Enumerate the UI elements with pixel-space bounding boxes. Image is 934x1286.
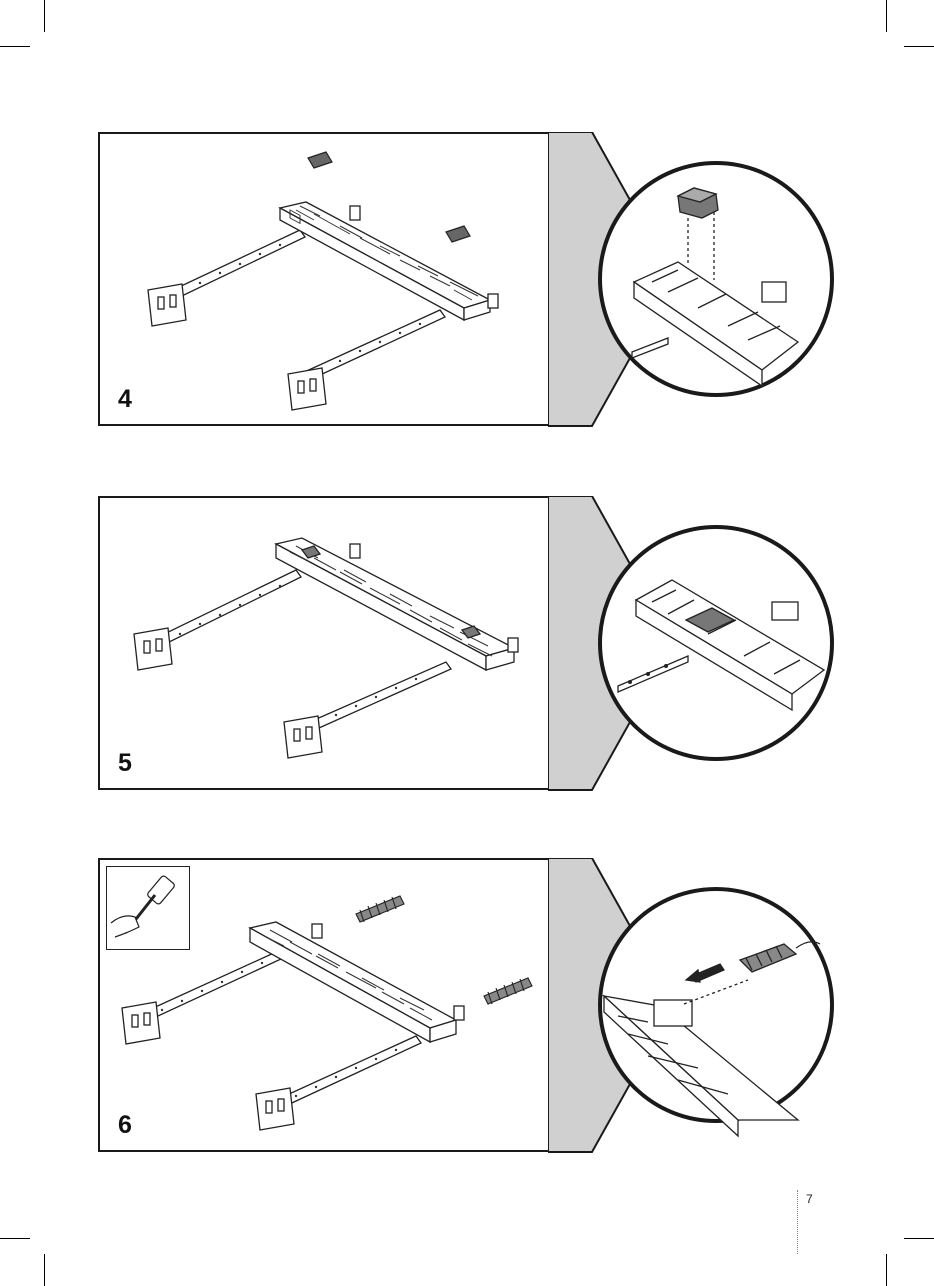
zoom-detail [548, 858, 838, 1154]
step-6-panel: 6 [98, 858, 551, 1152]
step-5-panel: 5 [98, 496, 551, 790]
page-number-rule [797, 1190, 798, 1254]
crop-mark [0, 46, 30, 47]
step-number: 6 [118, 1111, 132, 1140]
step-6: 6 [0, 858, 934, 1158]
step-4: 4 [0, 132, 934, 432]
crop-mark [886, 0, 887, 32]
crop-mark [904, 1238, 934, 1239]
frame-illustration [100, 134, 549, 424]
step-number: 5 [118, 749, 132, 778]
zoom-detail [548, 496, 838, 792]
step-5: 5 [0, 496, 934, 796]
page-number: 7 [806, 1192, 813, 1206]
crop-mark [886, 1254, 887, 1286]
zoom-detail [548, 132, 838, 428]
crop-mark [44, 0, 45, 32]
frame-illustration [100, 860, 549, 1150]
crop-mark [44, 1254, 45, 1286]
step-4-panel: 4 [98, 132, 551, 426]
crop-mark [0, 1238, 30, 1239]
frame-illustration [100, 498, 549, 788]
step-number: 4 [118, 385, 132, 414]
crop-mark [904, 46, 934, 47]
